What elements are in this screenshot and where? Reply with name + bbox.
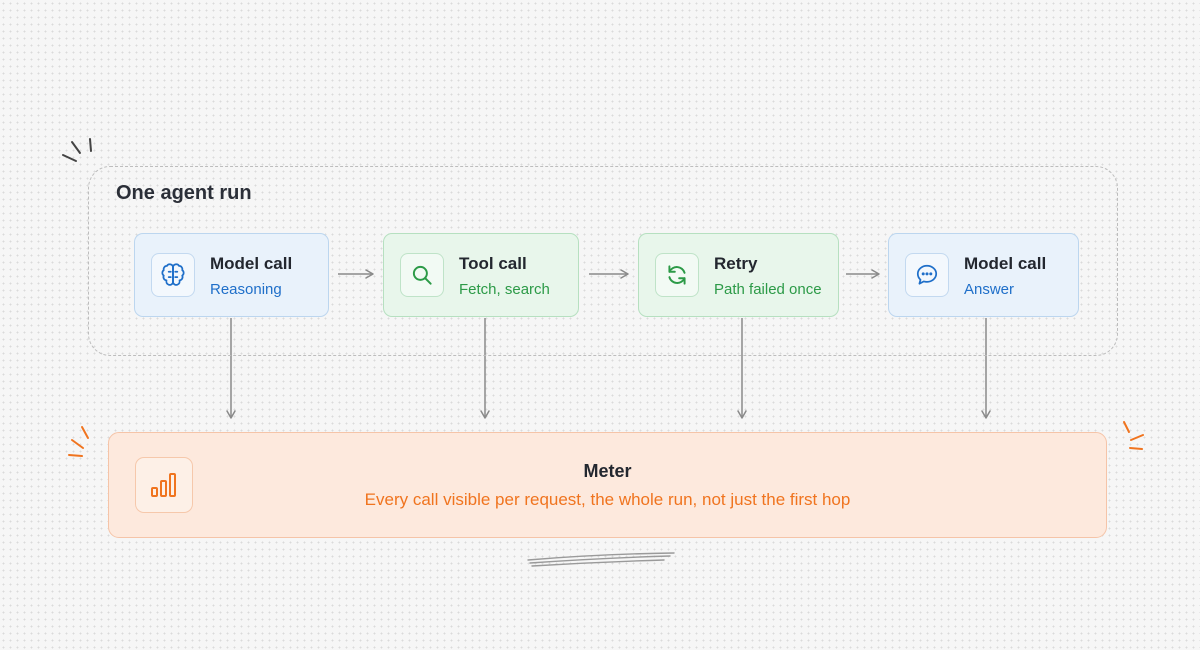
step-title: Retry bbox=[714, 254, 758, 273]
meter-panel[interactable]: Meter Every call visible per request, th… bbox=[108, 432, 1107, 538]
chat-bubble-icon bbox=[905, 253, 949, 297]
step-subtitle: Path failed once bbox=[714, 281, 822, 298]
bar-chart-icon bbox=[135, 457, 193, 513]
brain-icon bbox=[151, 253, 195, 297]
step-title: Model call bbox=[964, 254, 1047, 273]
scribble-underline bbox=[527, 552, 675, 567]
step-model-call-reasoning[interactable]: Model call Reasoning bbox=[134, 233, 329, 317]
sketch-accent-meter-right bbox=[1123, 421, 1144, 450]
step-title: Tool call bbox=[459, 254, 527, 273]
step-subtitle: Reasoning bbox=[210, 281, 282, 298]
sketch-accent-meter-left bbox=[68, 426, 89, 457]
step-title: Model call bbox=[210, 254, 293, 273]
search-icon bbox=[400, 253, 444, 297]
sketch-accent-top-left bbox=[62, 138, 92, 162]
agent-run-frame bbox=[88, 166, 1118, 356]
step-subtitle: Fetch, search bbox=[459, 281, 550, 298]
meter-subtitle: Every call visible per request, the whol… bbox=[364, 490, 851, 509]
step-tool-call[interactable]: Tool call Fetch, search bbox=[383, 233, 579, 317]
step-model-call-answer[interactable]: Model call Answer bbox=[888, 233, 1079, 317]
meter-title: Meter bbox=[583, 461, 632, 481]
retry-icon bbox=[655, 253, 699, 297]
step-retry[interactable]: Retry Path failed once bbox=[638, 233, 839, 317]
step-subtitle: Answer bbox=[964, 281, 1015, 298]
agent-run-title: One agent run bbox=[116, 182, 252, 204]
